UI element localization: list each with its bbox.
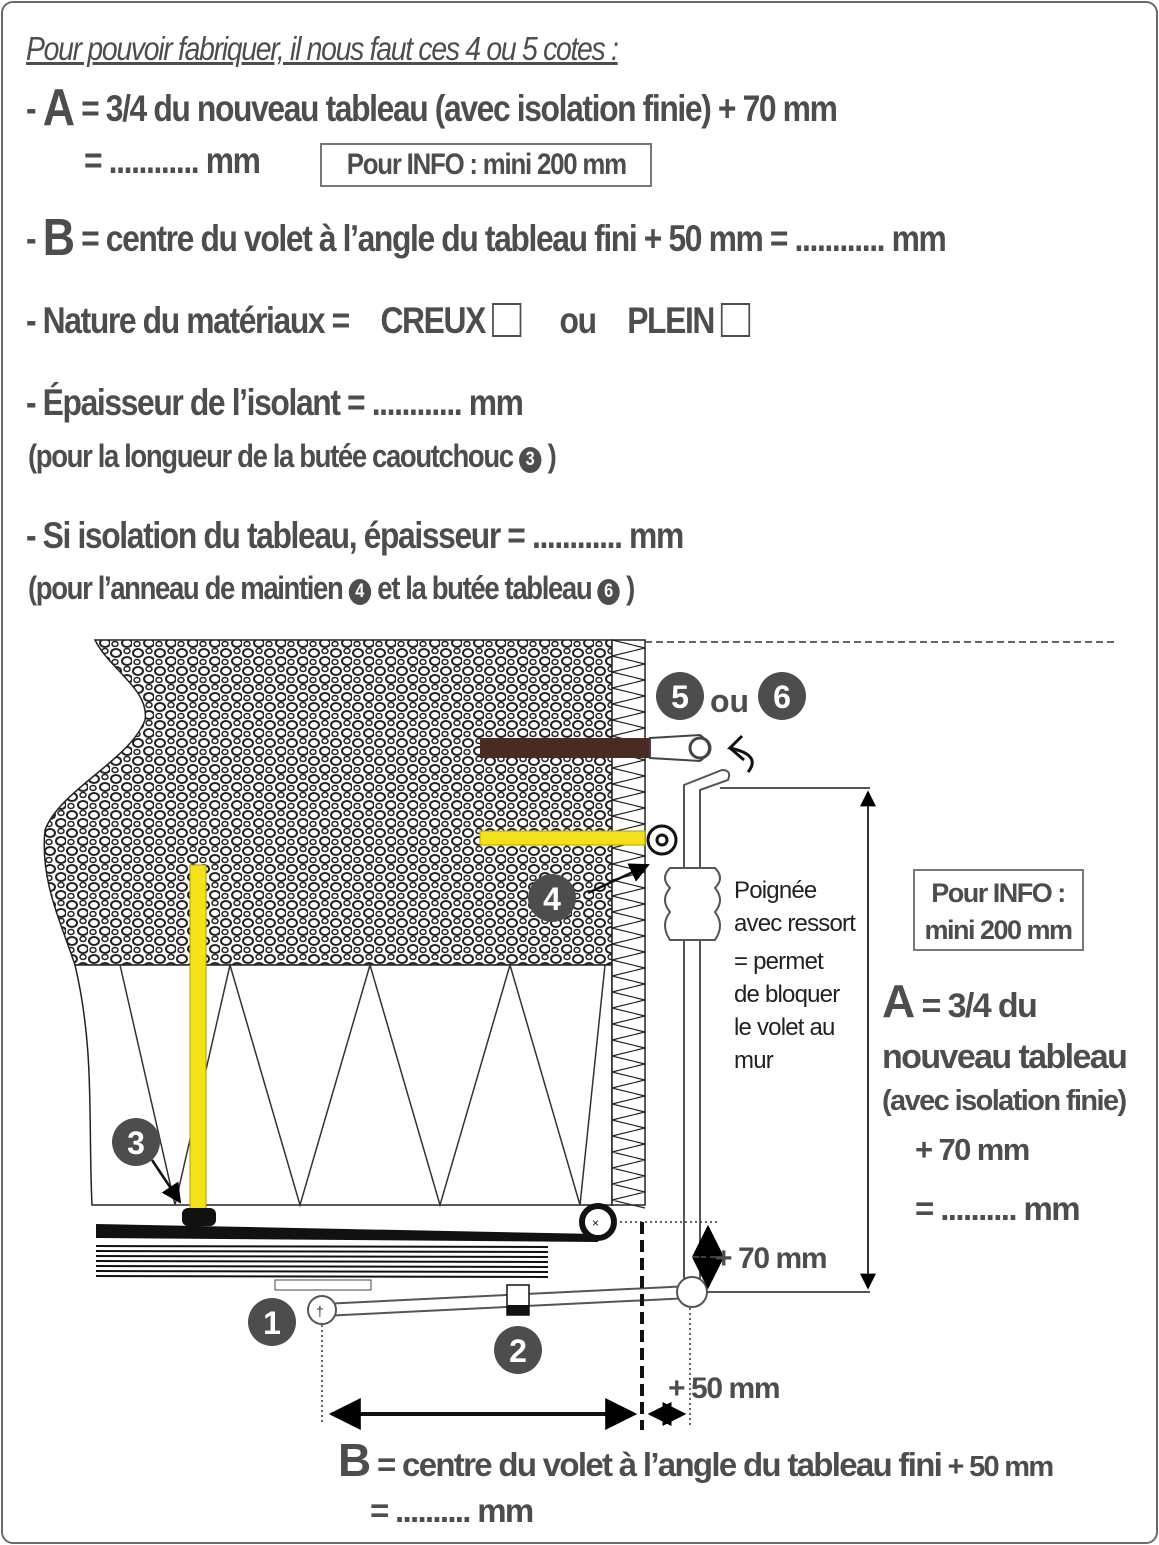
badge-2: 2 (509, 1333, 527, 1369)
tableau-note: (pour l’anneau de maintien 4 et la butée… (28, 570, 635, 607)
badge-3-circle (112, 1118, 160, 1166)
hinge-pivot-icon (579, 1203, 617, 1241)
info-box-line: Pour INFO : (931, 878, 1065, 908)
badge-4: 4 (348, 579, 372, 605)
dimension-b-label: B = centre du volet à l’angle du tableau… (338, 1434, 1054, 1529)
tableau-insulation-strip (611, 639, 646, 1206)
insulation-note: (pour la longueur de la butée caoutchouc… (28, 438, 557, 475)
rotate-arrow-icon (727, 734, 754, 773)
badge-6-circle (758, 672, 806, 720)
badge-3: 3 (518, 447, 542, 473)
dimension-a-label: A = 3/4 du nouveau tableau (avec isolati… (882, 975, 1128, 1227)
pointer-3 (150, 1159, 182, 1204)
b-label-suffix: + 50 mm (941, 1451, 1052, 1483)
arm-pivot-icon (307, 1295, 337, 1325)
note-text: (pour l’anneau de maintien (28, 570, 344, 606)
handle-pivot-icon (676, 1276, 708, 1308)
handle-note-line: mur (734, 1047, 774, 1074)
badge-5-circle (656, 672, 704, 720)
plus-70-label: + 70 mm (715, 1242, 826, 1275)
note-text: (pour la longueur de la butée caoutchouc (28, 438, 514, 474)
or-label: ou (710, 683, 749, 719)
pointer-4 (587, 863, 650, 895)
a-label-text: = 3/4 du (914, 987, 1037, 1025)
intro-heading: Pour pouvoir fabriquer, il nous faut ces… (26, 30, 619, 67)
tableau-stop-rod (480, 733, 712, 763)
handle-note-line: = permet (734, 948, 824, 975)
badge-3: 3 (127, 1125, 145, 1161)
badge-6: 6 (597, 579, 620, 605)
checkbox-plein[interactable] (720, 303, 751, 337)
retaining-ring-rod (479, 824, 678, 856)
masonry-wall (43, 639, 613, 966)
a-label-text: nouveau tableau (882, 1038, 1126, 1076)
plus-50-label: + 50 mm (668, 1372, 779, 1405)
svg-text:×: × (592, 1216, 599, 1230)
handle-note-line: avec ressort (734, 910, 856, 937)
letter-a: A (42, 79, 75, 137)
info-box-diagram (913, 869, 1084, 951)
letter-b: B (42, 209, 75, 267)
badge-1: 1 (263, 1305, 281, 1341)
note-text: ) (547, 438, 557, 474)
svg-text:†: † (316, 1303, 324, 1319)
badge-6: 6 (773, 679, 791, 715)
letter-a: A (882, 975, 914, 1027)
letter-b: B (338, 1434, 370, 1486)
badge-1-circle (248, 1298, 296, 1346)
option-plein-label: PLEIN (627, 300, 715, 341)
dimension-a-text: = 3/4 du nouveau tableau (avec isolation… (73, 88, 838, 129)
dash: - (26, 88, 43, 129)
handle-note-line: Poignée (734, 877, 817, 904)
dimension-b-text: = centre du volet à l’angle du tableau f… (73, 218, 947, 259)
checkbox-creux[interactable] (491, 303, 522, 337)
badge-4: 4 (543, 881, 561, 917)
handle-note-line: le volet au (734, 1014, 835, 1041)
insulation-thickness-line: - Épaisseur de l’isolant = ............ … (26, 382, 524, 423)
material-label: - Nature du matériaux = (26, 300, 350, 341)
dimension-a-line: - A = 3/4 du nouveau tableau (avec isola… (26, 78, 838, 138)
dash: - (26, 218, 43, 259)
badge-5: 5 (671, 679, 689, 715)
dimension-b-line: - B = centre du volet à l’angle du table… (26, 208, 947, 268)
tableau-zigzag (611, 639, 646, 1209)
b-label-value: = .......... mm (370, 1492, 533, 1529)
rubber-stop-rod (182, 864, 216, 1226)
info-box-min-200: Pour INFO : mini 200 mm (320, 143, 652, 187)
spring-handle (664, 768, 731, 1290)
handle-note-line: de bloquer (734, 981, 840, 1008)
note-text: et la butée tableau (377, 570, 592, 606)
material-line: - Nature du matériaux = CREUX ou PLEIN (26, 300, 751, 342)
note-text: ) (626, 570, 635, 606)
info-box-line: mini 200 mm (924, 915, 1072, 945)
a-label-value: = .......... mm (915, 1190, 1079, 1227)
option-creux-label: CREUX (380, 300, 486, 341)
insulation-layer (74, 964, 613, 1206)
or-text: ou (559, 300, 598, 341)
tableau-thickness-line: - Si isolation du tableau, épaisseur = .… (26, 515, 684, 556)
svg-text:A = 3/4 du: A = 3/4 du (882, 975, 1036, 1027)
b-label-text: = centre du volet à l’angle du tableau f… (370, 1446, 942, 1483)
badge-4-circle (528, 874, 576, 922)
dimension-a-value: = ............ mm (84, 140, 261, 181)
shutter-panel (95, 1224, 598, 1291)
info-text: Pour INFO : mini 200 mm (346, 148, 626, 181)
a-label-text: (avec isolation finie) (882, 1085, 1127, 1117)
badge-2-circle (494, 1326, 542, 1374)
svg-text:B = centre du volet à l’angle: B = centre du volet à l’angle du tableau… (338, 1434, 1052, 1486)
a-label-text: + 70 mm (915, 1132, 1029, 1167)
shutter-arm (321, 1285, 691, 1317)
